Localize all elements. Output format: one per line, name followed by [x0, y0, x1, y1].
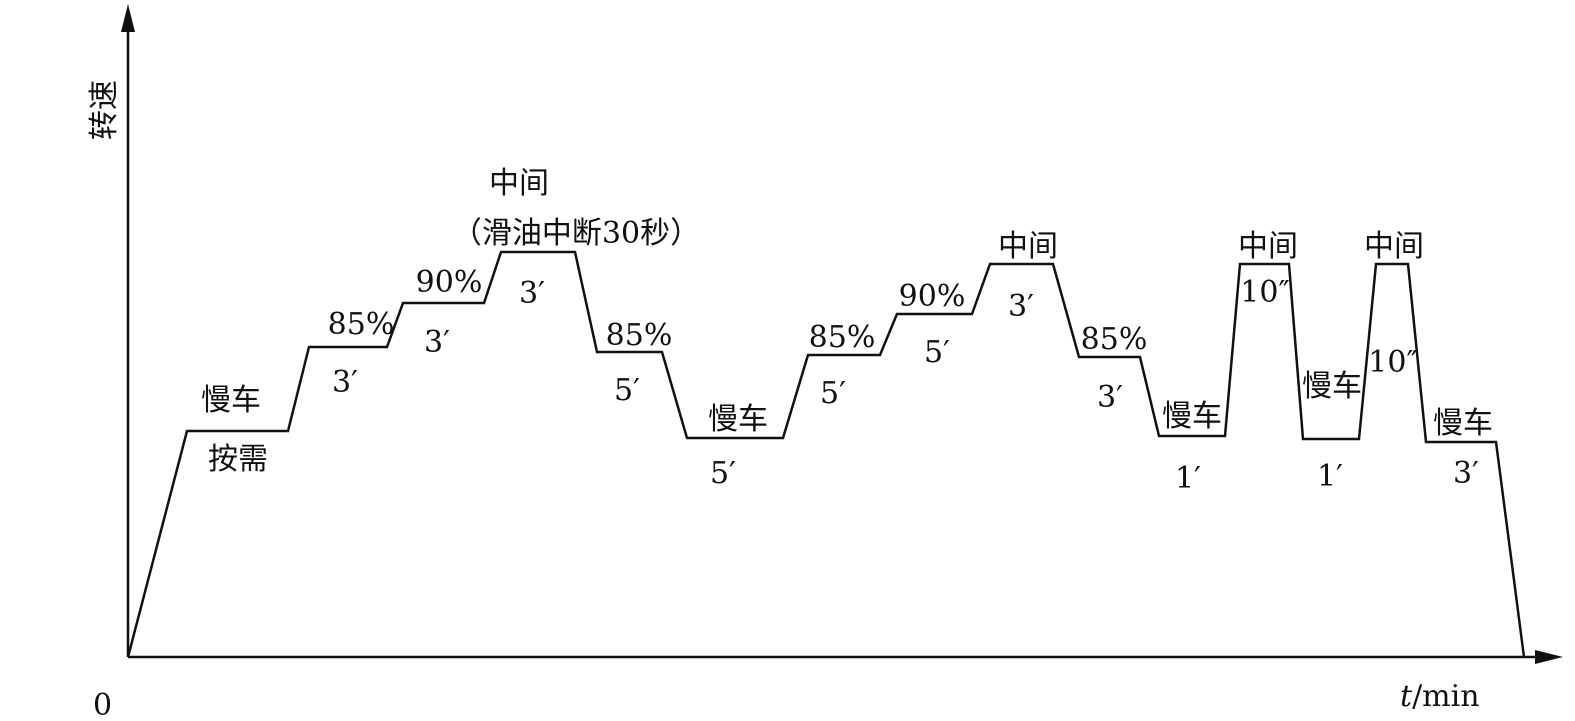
stage-14-name: 慢车 — [1433, 406, 1493, 441]
stage-13-duration: 10″ — [1368, 345, 1417, 380]
origin-label: 0 — [93, 688, 112, 721]
stage-14-duration: 3′ — [1453, 456, 1479, 491]
stage-4-duration: 5′ — [614, 373, 640, 408]
stage-12-name: 慢车 — [1302, 369, 1362, 404]
stage-2-duration: 3′ — [424, 325, 450, 360]
stage-11-duration: 10″ — [1240, 275, 1289, 310]
stage-5-name: 慢车 — [708, 402, 768, 437]
stage-8-duration: 3′ — [1008, 289, 1034, 324]
stage-6-duration: 5′ — [820, 376, 846, 411]
stage-3-name: 中间 — [489, 166, 549, 201]
x-axis-label: t/min — [1400, 679, 1480, 714]
stage-3-duration: 3′ — [519, 276, 545, 311]
stage-6-name: 85% — [809, 320, 876, 355]
stage-2-name: 90% — [416, 265, 483, 300]
x-axis-variable: t — [1400, 679, 1413, 714]
stage-4-name: 85% — [606, 318, 673, 353]
y-axis-arrow — [121, 4, 135, 32]
speed-profile-line — [126, 250, 1526, 658]
stage-10-duration: 1′ — [1175, 461, 1201, 496]
stage-7-duration: 5′ — [924, 335, 950, 370]
stage-5-duration: 5′ — [710, 456, 736, 491]
stage-0-duration: 按需 — [208, 442, 268, 477]
stage-10-name: 慢车 — [1162, 399, 1222, 434]
stage-9-name: 85% — [1081, 322, 1148, 357]
stage-3-note: （滑油中断30秒） — [452, 216, 700, 251]
stage-12-duration: 1′ — [1317, 459, 1343, 494]
stage-1-name: 85% — [328, 307, 395, 342]
x-axis-unit: /min — [1412, 679, 1479, 714]
stage-8-name: 中间 — [998, 229, 1058, 264]
stage-1-duration: 3′ — [332, 365, 358, 400]
stage-9-duration: 3′ — [1097, 380, 1123, 415]
x-axis-arrow — [1535, 650, 1563, 664]
stage-0-name: 慢车 — [201, 383, 261, 418]
stage-11-name: 中间 — [1238, 229, 1298, 264]
stage-13-name: 中间 — [1364, 229, 1424, 264]
y-axis-label: 转速 — [87, 80, 122, 140]
stage-7-name: 90% — [899, 279, 966, 314]
